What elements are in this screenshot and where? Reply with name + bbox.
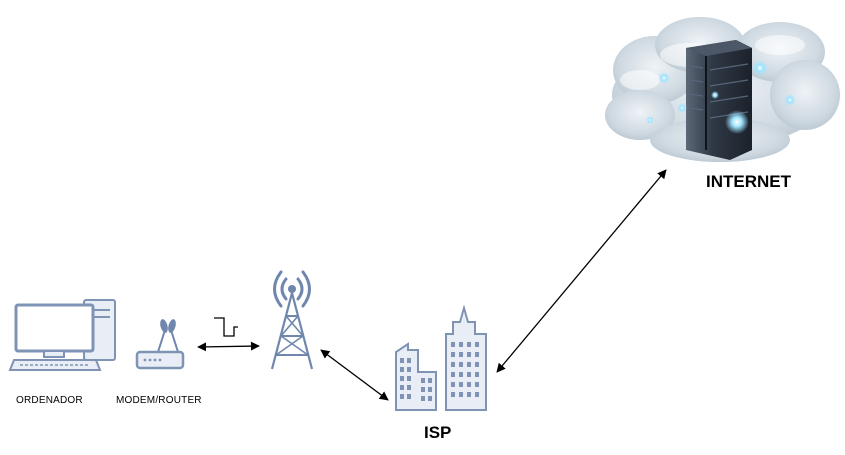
- internet-label: INTERNET: [706, 172, 791, 191]
- office-buildings-icon: [395, 304, 487, 411]
- modem-router-icon: [135, 319, 185, 370]
- link-isp-internet: [496, 169, 667, 373]
- ordenador-label: ORDENADOR: [16, 395, 83, 406]
- link-tower-isp: [320, 349, 389, 401]
- desktop-computer-icon: [8, 299, 116, 371]
- radio-tower-icon: [270, 270, 314, 370]
- server-cloud-icon: [605, 17, 840, 162]
- modem-router-label: MODEM/ROUTER: [116, 395, 202, 406]
- signal-wave-icon: [214, 317, 238, 337]
- link-modem-tower: [197, 341, 260, 352]
- isp-label: ISP: [424, 423, 452, 442]
